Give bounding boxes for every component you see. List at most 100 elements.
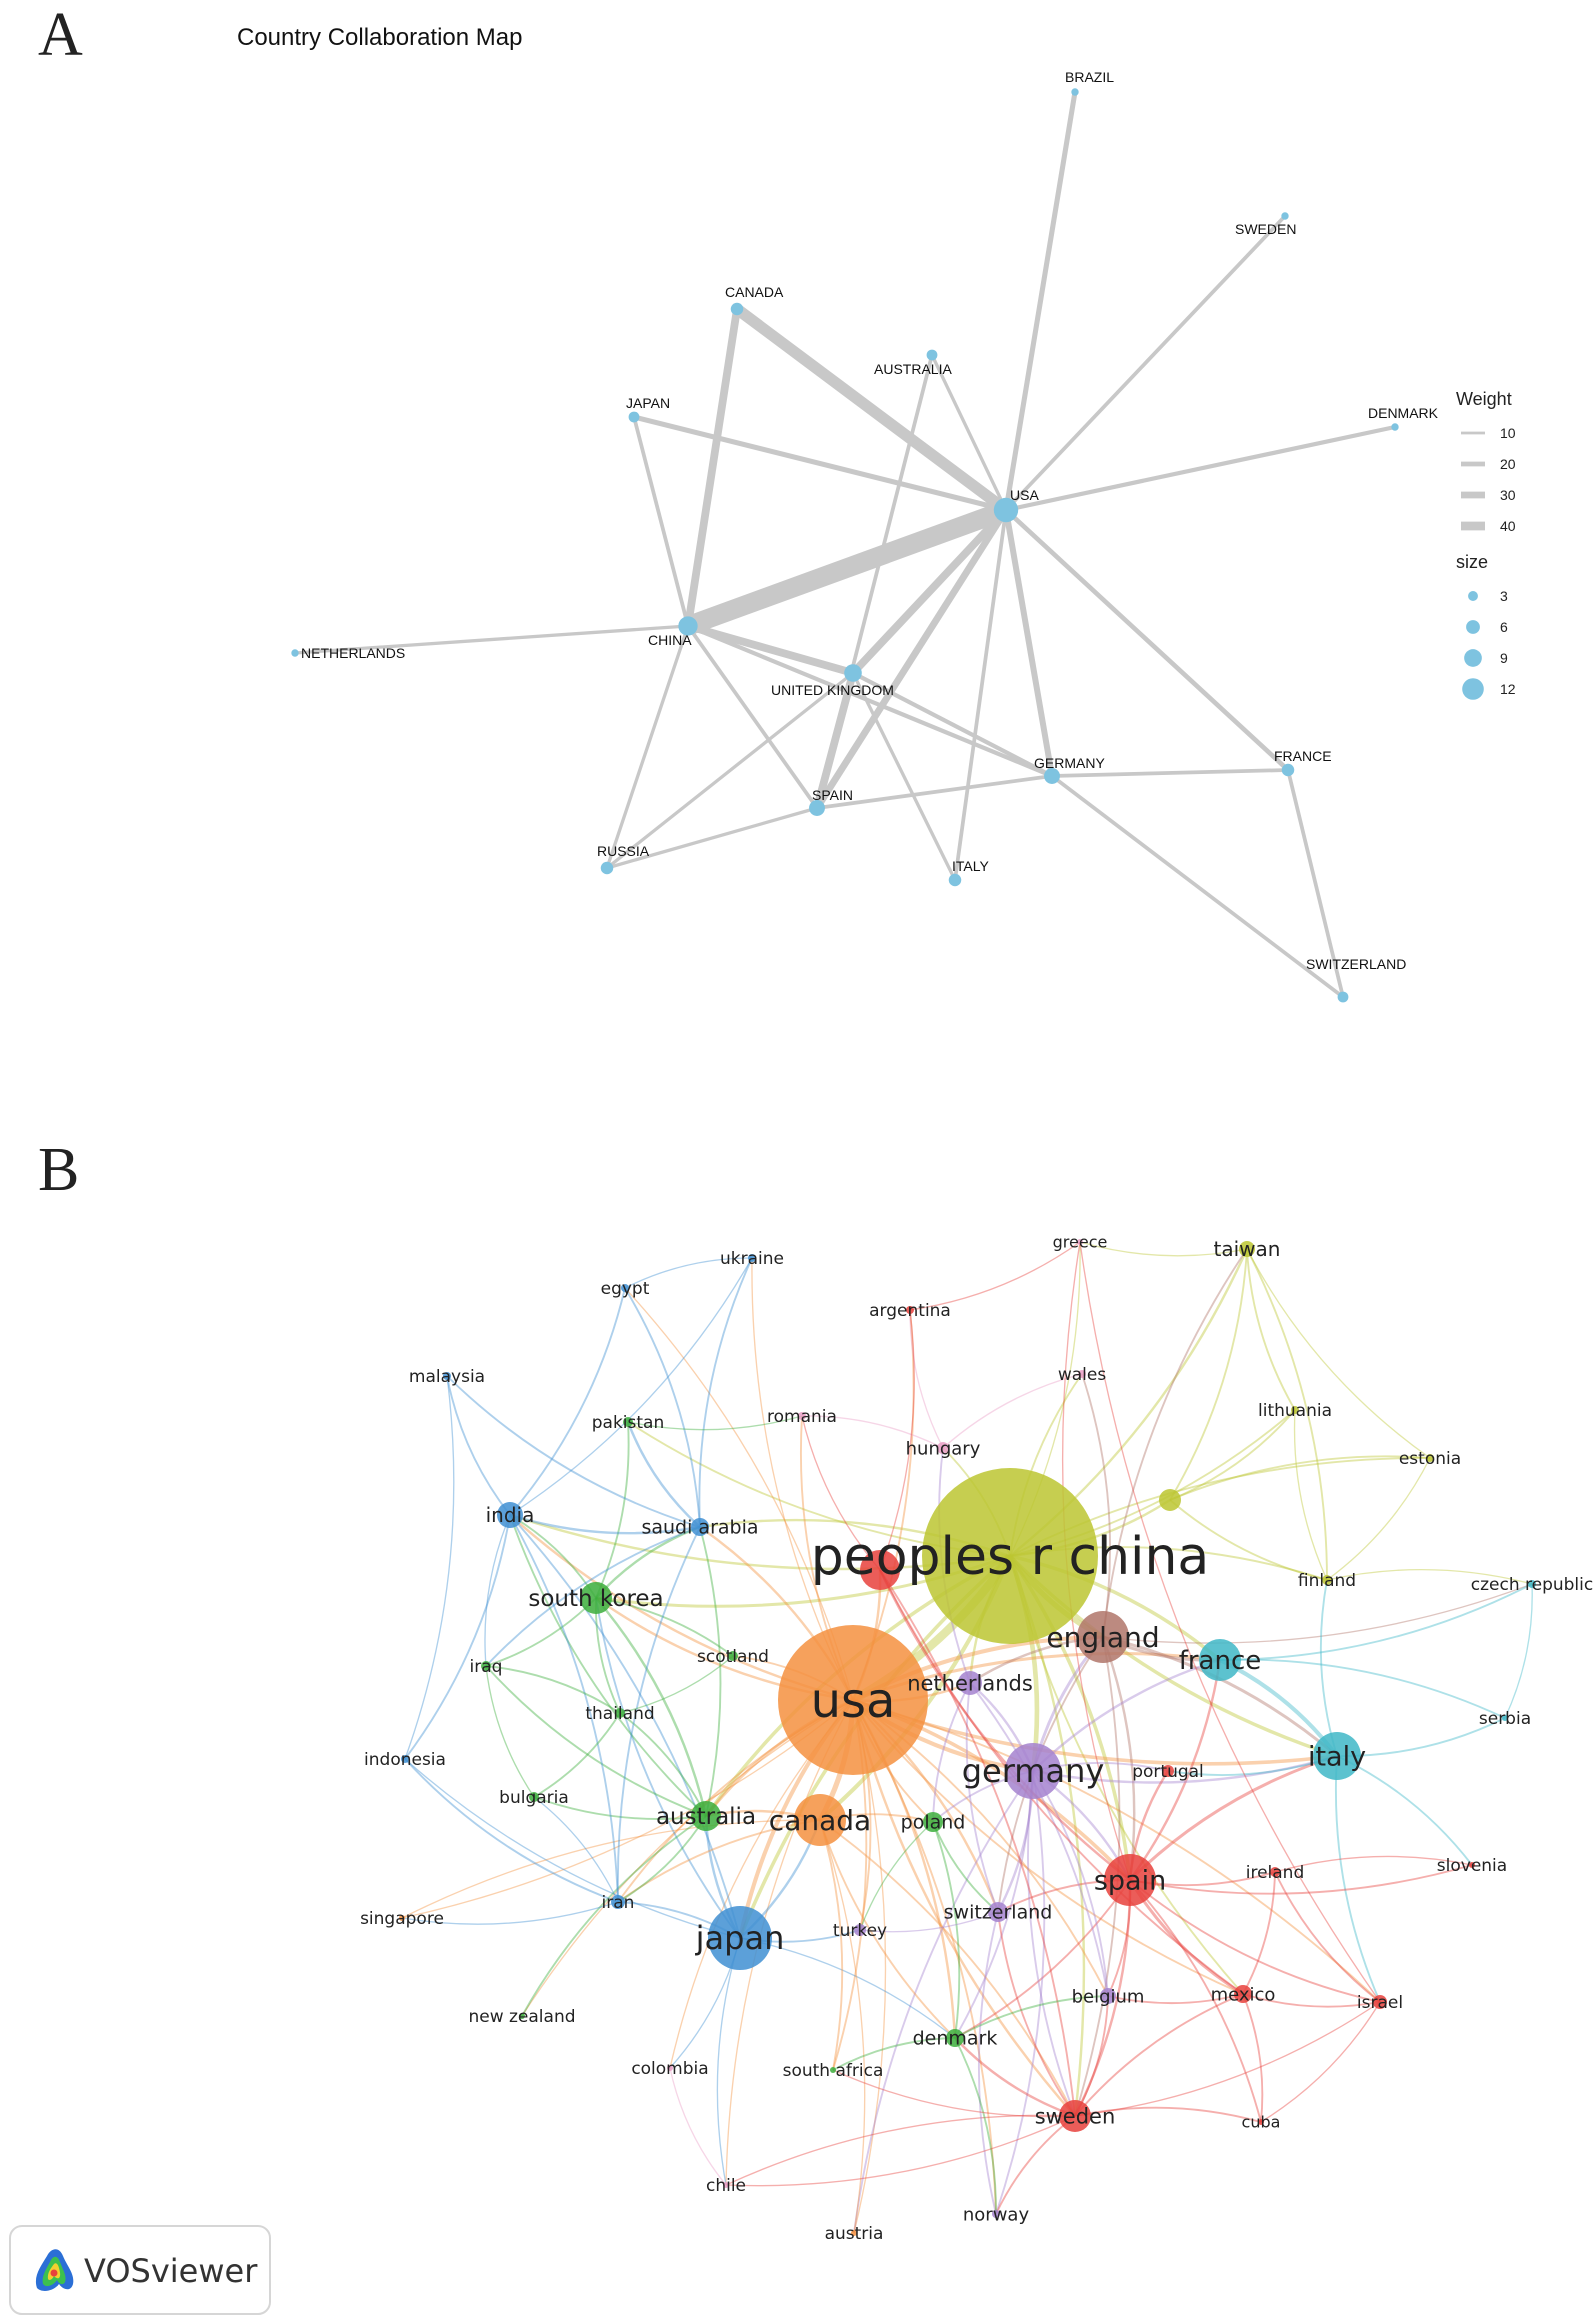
edge-france-switzerland [1286, 769, 1345, 998]
link-canada-denmark [819, 1819, 956, 2039]
node-label-netherlands: NETHERLANDS [301, 645, 405, 661]
node-denmark [1391, 423, 1399, 431]
panel-a-nodes [291, 88, 1399, 1003]
link-sweden-norway [995, 2115, 1076, 2215]
country-label-canada: canada [769, 1804, 871, 1837]
panel-b-edges [401, 1241, 1533, 2234]
link-south_africa-denmark [832, 2037, 956, 2071]
node-spain [809, 800, 825, 816]
bubble-chile [723, 2182, 729, 2188]
country-label-belgium: belgium [1072, 1986, 1145, 2007]
country-label-england: england [1046, 1621, 1159, 1654]
link-italy-israel [1334, 1755, 1381, 2003]
bubble-sweden [1059, 2100, 1091, 2132]
node-brazil [1071, 88, 1079, 96]
size-legend-label: 9 [1500, 650, 1508, 666]
edge-usa-denmark [1005, 424, 1396, 513]
bubble-japan [708, 1906, 772, 1970]
country-label-argentina: argentina [869, 1301, 951, 1321]
link-pakistan-romania [627, 1415, 803, 1431]
country-label-singapore: singapore [360, 1909, 444, 1929]
bubble-indonesia [401, 1755, 409, 1763]
bubble-estonia [1426, 1454, 1434, 1462]
vosviewer-badge-frame [9, 2225, 271, 2315]
bubble-south_korea [580, 1582, 612, 1614]
country-label-saudi_arabia: saudi arabia [641, 1517, 758, 1539]
bubble-taiwan [1239, 1241, 1255, 1257]
country-label-spain: spain [1094, 1865, 1166, 1896]
bubble-argentina [906, 1306, 914, 1314]
link-india-ukraine [509, 1257, 753, 1516]
panel-b-vosviewer-network: B peoples r chinausajapangermanyenglandc… [9, 1136, 1593, 2315]
link-usa-austria [852, 1699, 887, 2234]
link-lithuania-finland [1293, 1409, 1328, 1581]
country-label-pakistan: pakistan [592, 1413, 665, 1433]
link-india-saudi_arabia [509, 1513, 701, 1535]
weight-legend-label: 30 [1500, 487, 1516, 503]
edge-australia-spain [815, 354, 934, 809]
country-label-iraq: iraq [470, 1657, 503, 1677]
link-norway-switzerland [977, 1911, 999, 2215]
link-japan-south_korea [595, 1597, 741, 1939]
edge-usa-china [684, 500, 1010, 636]
node-germany [1044, 768, 1060, 784]
link-australia-saudi_arabia [699, 1526, 722, 1817]
link-cuba-israel [1260, 2001, 1381, 2123]
country-label-finland: finland [1298, 1571, 1356, 1591]
country-label-lithuania: lithuania [1258, 1401, 1332, 1421]
vosviewer-logo-icon [35, 2249, 74, 2291]
country-label-wales: wales [1058, 1365, 1107, 1385]
edge-usa-japan [633, 414, 1007, 513]
bubble-bulgaria [529, 1792, 539, 1802]
link-canada-iran [617, 1819, 821, 1903]
weight-legend-label: 20 [1500, 456, 1516, 472]
bubble-scotland [728, 1651, 738, 1661]
link-sweden-denmark [954, 2037, 1076, 2118]
link-turkey-switzerland [859, 1911, 999, 1933]
bubble-poland [923, 1812, 943, 1832]
link-taiwan-greece [1079, 1241, 1248, 1257]
country-label-norway: norway [963, 2204, 1030, 2225]
country-label-japan: japan [695, 1919, 785, 1957]
bubble-colombia [667, 2065, 673, 2071]
bubble-unlabeled [860, 1550, 900, 1590]
link-england-spain [1101, 1636, 1136, 1881]
country-label-germany: germany [962, 1752, 1105, 1790]
country-label-ukraine: ukraine [720, 1249, 784, 1269]
country-label-iran: iran [602, 1893, 635, 1913]
size-legend-label: 12 [1500, 681, 1516, 697]
country-label-serbia: serbia [1479, 1709, 1531, 1729]
country-label-usa: usa [811, 1673, 896, 1729]
node-usa [993, 497, 1019, 523]
node-switzerland [1337, 991, 1349, 1003]
link-mexico-belgium [1107, 1993, 1244, 2005]
link-saudi_arabia-egypt [624, 1287, 701, 1528]
link-taiwan-estonia [1246, 1248, 1431, 1459]
link-indonesia-malaysia [404, 1375, 455, 1760]
edge-china-canada [684, 308, 741, 627]
country-label-netherlands: netherlands [907, 1671, 1033, 1695]
vosviewer-brand-name: VOSviewer [84, 2252, 258, 2290]
link-sweden-cuba [1074, 2106, 1262, 2123]
country-label-portugal: portugal [1132, 1762, 1204, 1782]
link-france-serbia [1219, 1658, 1506, 1719]
country-label-mexico: mexico [1211, 1984, 1276, 2005]
link-iran-singapore [401, 1901, 619, 1925]
bubble-canada [794, 1794, 846, 1846]
bubble-iraq [481, 1661, 491, 1671]
country-label-scotland: scotland [697, 1647, 769, 1667]
panel-a-letter: A [38, 1, 83, 69]
link-norway-denmark [954, 2037, 997, 2215]
node-russia [600, 861, 614, 875]
node-australia [926, 349, 938, 361]
link-estonia-finland [1326, 1457, 1431, 1581]
edge-usa-italy [953, 509, 1008, 881]
size-legend-swatch [1468, 591, 1478, 601]
country-label-czech_republic: czech republic [1471, 1575, 1593, 1595]
link-taiwan-lithuania [1246, 1248, 1296, 1411]
node-sweden [1281, 212, 1289, 220]
link-south_africa-sweden [832, 2069, 1076, 2118]
country-label-france: france [1179, 1646, 1262, 1676]
bubble-wales [1078, 1370, 1086, 1378]
